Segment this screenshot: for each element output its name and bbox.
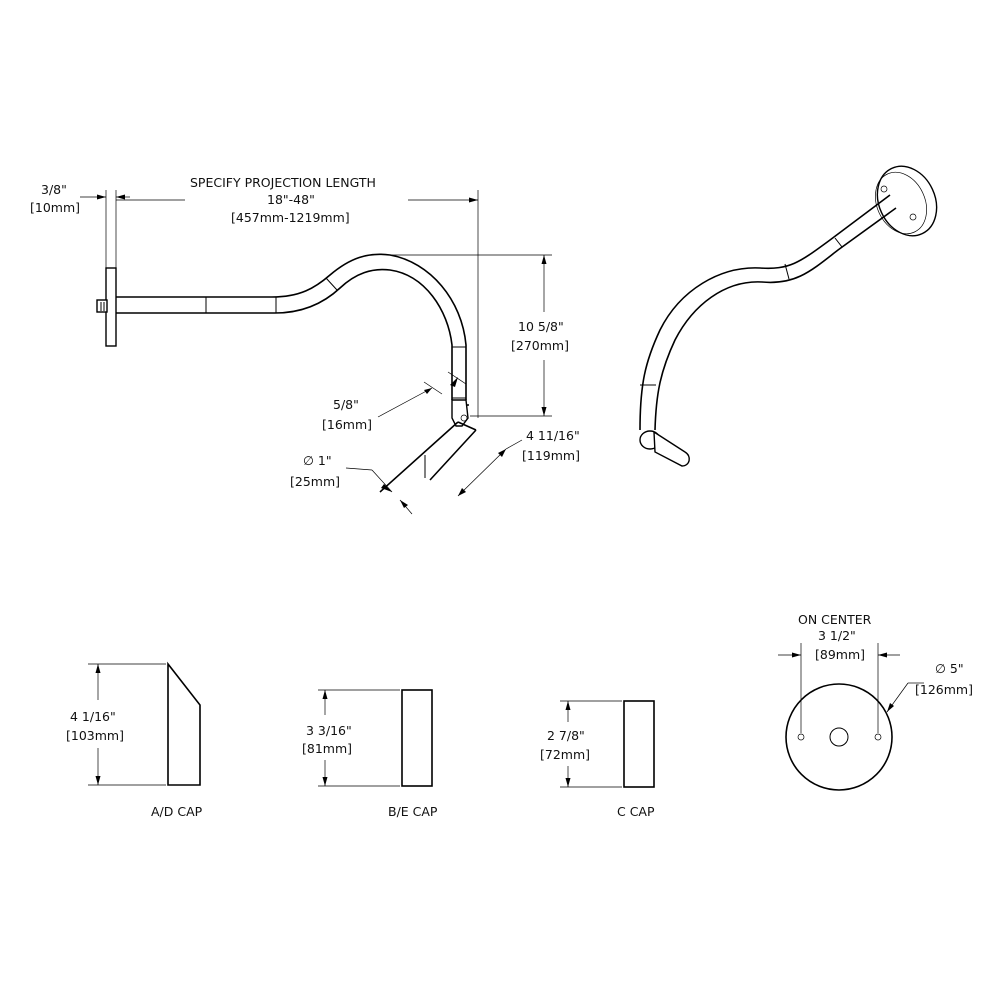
cap-length-dimension: 4 11/16" [119mm] — [457, 428, 580, 497]
angled-shade-cap — [379, 421, 477, 493]
cap-ad-label: A/D CAP — [151, 804, 203, 819]
perspective-arm-tube — [639, 194, 891, 431]
cap-be-label: B/E CAP — [388, 804, 438, 819]
on-center-metric: [89mm] — [815, 647, 865, 662]
on-center-title: ON CENTER — [798, 612, 872, 627]
plate-thickness-dimension: 3/8" [10mm] — [30, 182, 130, 268]
drop-height-imperial: 10 5/8" — [518, 319, 564, 334]
cap-be-metric: [81mm] — [302, 741, 352, 756]
cap-ad-imperial: 4 1/16" — [70, 709, 116, 724]
perspective-shade-cap — [653, 430, 690, 467]
plate-thickness-metric: [10mm] — [30, 200, 80, 215]
perspective-view-arm — [639, 165, 938, 467]
cap-ad-metric: [103mm] — [66, 728, 124, 743]
elbow-offset-dimension: 5/8" [16mm] — [322, 371, 467, 432]
projection-metric: [457mm-1219mm] — [231, 210, 350, 225]
wall-plate-front-view: ON CENTER 3 1/2" [89mm] ∅ 5" [126mm] — [778, 612, 973, 791]
mounting-stud — [96, 299, 108, 313]
mounting-hole-right — [874, 733, 882, 741]
cap-length-metric: [119mm] — [522, 448, 580, 463]
projection-imperial: 18"-48" — [267, 192, 315, 207]
tube-diameter-dimension: ∅ 1" [25mm] — [290, 453, 413, 515]
cap-c-metric: [72mm] — [540, 747, 590, 762]
drop-height-metric: [270mm] — [511, 338, 569, 353]
elbow-offset-metric: [16mm] — [322, 417, 372, 432]
cap-c-imperial: 2 7/8" — [547, 728, 585, 743]
plate-diameter-metric: [126mm] — [915, 682, 973, 697]
cap-c-label: C CAP — [617, 804, 655, 819]
arm-tube-upper-edge — [116, 253, 467, 400]
wall-plate-front — [785, 683, 893, 791]
arm-tube-lower-edge — [116, 268, 453, 400]
cap-be-imperial: 3 3/16" — [306, 723, 352, 738]
center-hole — [829, 727, 849, 747]
cap-c-shape — [623, 700, 655, 788]
cap-ad-shape — [167, 661, 201, 786]
cap-ad: 4 1/16" [103mm] A/D CAP — [66, 661, 203, 819]
tube-diameter-metric: [25mm] — [290, 474, 340, 489]
cap-be-shape — [401, 689, 433, 787]
mounting-hole-left — [797, 733, 805, 741]
projection-title: SPECIFY PROJECTION LENGTH — [190, 175, 376, 190]
elbow-knuckle — [451, 399, 469, 427]
plate-diameter-imperial: ∅ 5" — [935, 661, 964, 676]
plate-thickness-imperial: 3/8" — [41, 182, 67, 197]
wall-plate-perspective — [876, 165, 938, 237]
elbow-offset-imperial: 5/8" — [333, 397, 359, 412]
on-center-imperial: 3 1/2" — [818, 628, 856, 643]
cap-c: 2 7/8" [72mm] C CAP — [540, 700, 655, 819]
drop-height-dimension: 10 5/8" [270mm] — [390, 254, 569, 417]
side-view-arm — [96, 253, 477, 493]
cap-length-imperial: 4 11/16" — [526, 428, 580, 443]
projection-dimension: SPECIFY PROJECTION LENGTH 18"-48" [457mm… — [116, 175, 479, 418]
cap-be: 3 3/16" [81mm] B/E CAP — [302, 689, 438, 819]
tube-diameter-imperial: ∅ 1" — [303, 453, 332, 468]
